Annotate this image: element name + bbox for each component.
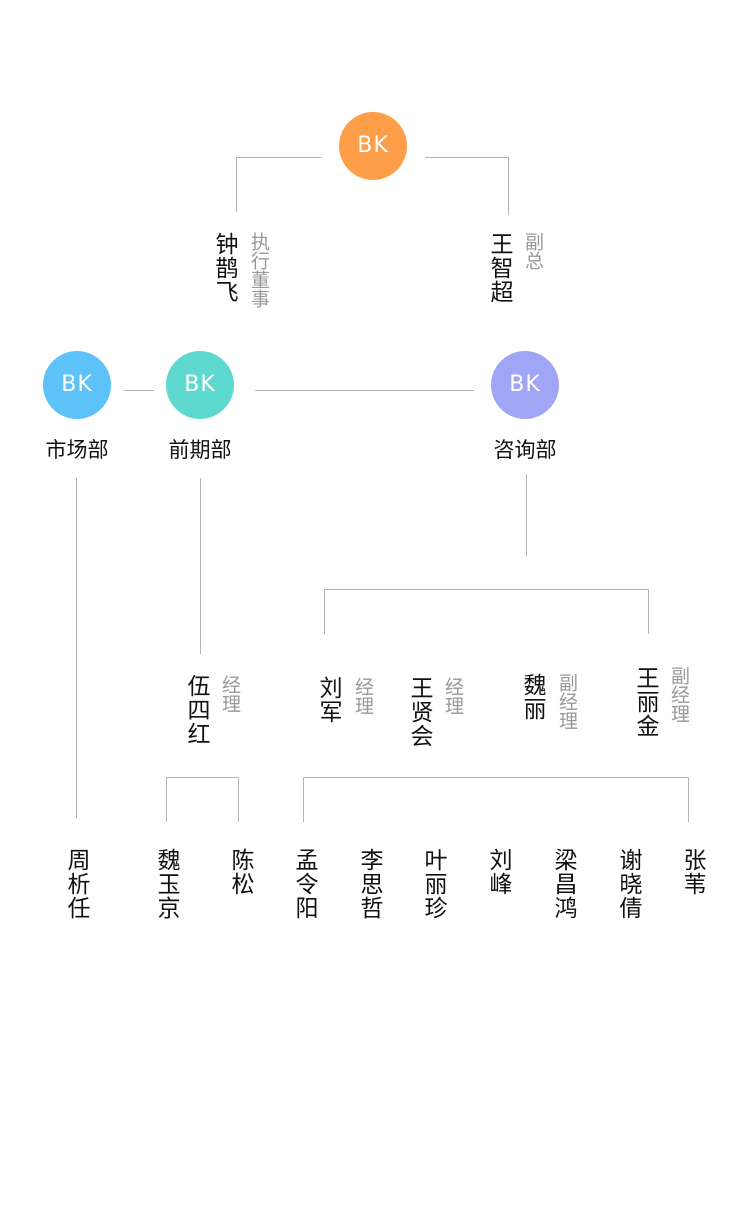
staff-name: 陈松 <box>227 848 253 896</box>
connector-line <box>324 589 325 634</box>
staff-name: 周析任 <box>63 848 89 920</box>
staff-name: 谢晓倩 <box>615 848 641 920</box>
early-dept-label: 前期部 <box>168 438 232 462</box>
staff-name: 李思哲 <box>356 848 382 920</box>
staff-name: 叶丽珍 <box>420 848 446 920</box>
connector-line <box>688 777 689 822</box>
connector-line <box>76 478 77 818</box>
consult-dept-avatar[interactable]: BK <box>491 351 559 419</box>
manager-name: 伍四红 <box>183 674 209 746</box>
connector-line <box>236 157 237 212</box>
manager-role: 经理 <box>219 675 241 713</box>
manager-name: 魏丽 <box>519 673 545 721</box>
connector-line <box>255 390 474 391</box>
manager-role: 经理 <box>442 677 464 715</box>
manager-name: 刘军 <box>315 676 341 724</box>
connector-line <box>303 777 304 822</box>
executive-role: 副总 <box>522 232 544 270</box>
executive-name: 钟鹊飞 <box>211 232 237 304</box>
executive-role: 执行董事 <box>248 232 270 308</box>
connector-line <box>648 589 649 634</box>
early-dept-avatar[interactable]: BK <box>166 351 234 419</box>
executive-name: 王智超 <box>486 232 512 304</box>
connector-line <box>238 777 239 822</box>
connector-line <box>324 589 649 590</box>
connector-line <box>166 777 239 778</box>
staff-name: 梁昌鸿 <box>550 848 576 920</box>
staff-name: 孟令阳 <box>291 848 317 920</box>
connector-line <box>166 777 167 822</box>
connector-line <box>425 157 508 158</box>
market-dept-avatar[interactable]: BK <box>43 351 111 419</box>
consult-dept-label: 咨询部 <box>493 438 557 462</box>
manager-name: 王贤会 <box>406 676 432 748</box>
connector-line <box>508 157 509 215</box>
connector-line <box>303 777 689 778</box>
connector-line <box>200 478 201 654</box>
staff-name: 张苇 <box>679 848 705 896</box>
connector-line <box>236 157 322 158</box>
connector-line <box>124 390 154 391</box>
top-avatar[interactable]: BK <box>339 112 407 180</box>
market-dept-label: 市场部 <box>45 438 109 462</box>
manager-role: 副经理 <box>668 666 690 723</box>
manager-role: 副经理 <box>556 673 578 730</box>
connector-line <box>526 474 527 556</box>
staff-name: 刘峰 <box>485 848 511 896</box>
manager-role: 经理 <box>352 677 374 715</box>
staff-name: 魏玉京 <box>153 848 179 920</box>
manager-name: 王丽金 <box>632 666 658 738</box>
